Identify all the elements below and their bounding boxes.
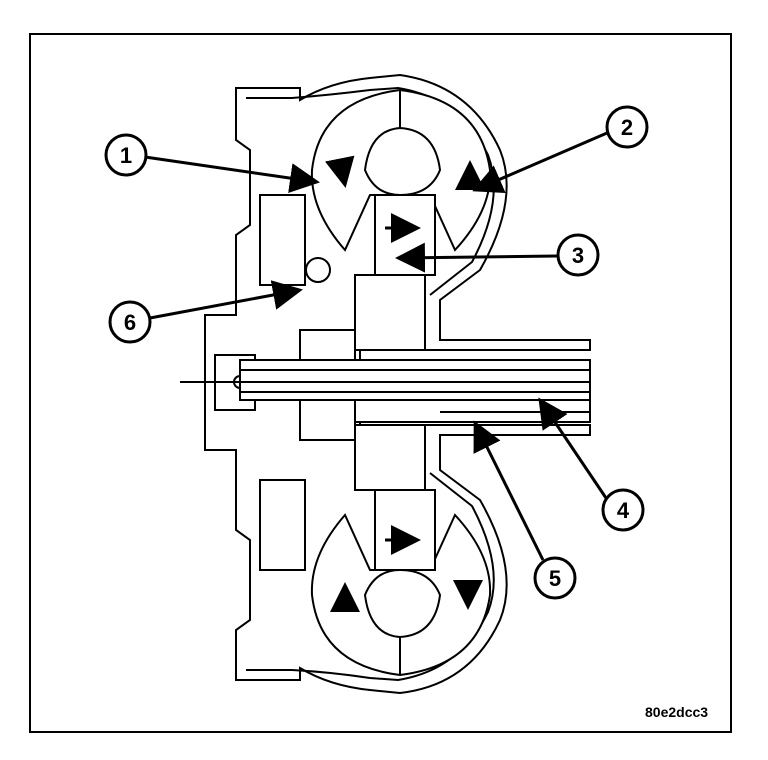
callout-number-6: 6 [124, 310, 136, 335]
callout-5: 5 [473, 420, 577, 600]
callout-number-3: 3 [572, 243, 584, 268]
leader-line-3 [395, 242, 558, 273]
leader-line-1 [144, 155, 320, 193]
flow-arrows [324, 155, 485, 612]
callout-1: 1 [104, 133, 320, 193]
callout-number-5: 5 [549, 566, 561, 591]
callout-2: 2 [472, 105, 649, 194]
input-shaft [180, 359, 591, 401]
callout-6: 6 [108, 280, 303, 344]
reference-code: 80e2dcc3 [645, 704, 709, 720]
callout-circle-5 [533, 556, 577, 600]
callout-3: 3 [395, 233, 600, 277]
leader-line-6 [149, 280, 303, 320]
leader-line-2 [472, 131, 608, 194]
callout-circle-4 [601, 488, 645, 532]
leader-line-4 [538, 397, 608, 499]
upper-torus [310, 88, 492, 276]
callout-number-1: 1 [120, 143, 132, 168]
stator-shaft [354, 399, 591, 423]
leader-line-5 [473, 420, 545, 561]
hub-assembly [214, 194, 426, 571]
callout-number-2: 2 [621, 115, 633, 140]
callout-circle-3 [556, 233, 600, 277]
callout-circle-1 [104, 133, 148, 177]
callout-circle-2 [605, 105, 649, 149]
callout-circle-6 [108, 300, 152, 344]
callout-number-4: 4 [617, 498, 630, 523]
callout-4: 4 [538, 397, 645, 532]
lower-torus [310, 489, 492, 677]
